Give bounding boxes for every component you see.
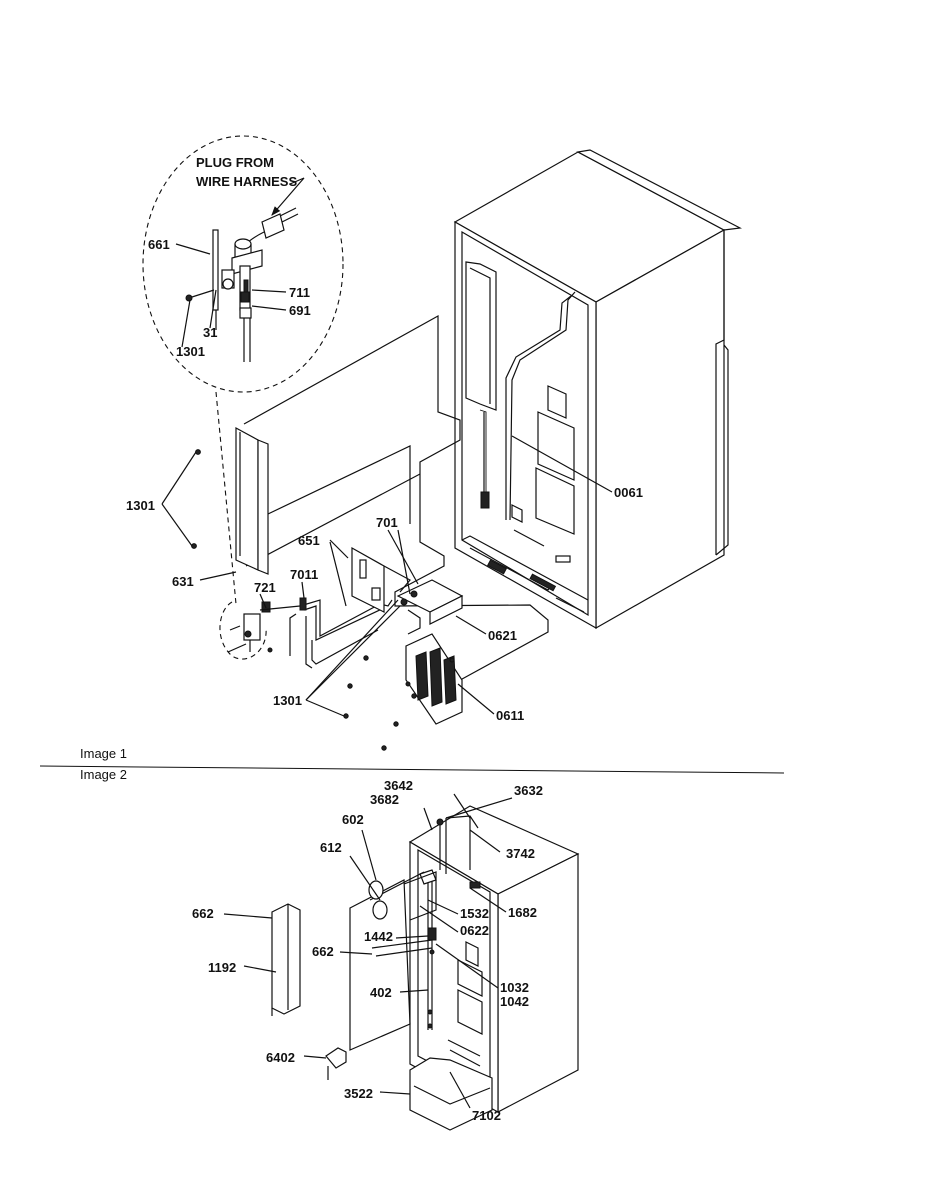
- bracket-651: [351, 546, 411, 613]
- screw: [195, 449, 201, 455]
- image2-diagram: [223, 793, 580, 1131]
- part-label: 3642: [384, 778, 413, 793]
- part-label: 1301: [176, 344, 205, 359]
- detail-callout-circle: [142, 135, 344, 393]
- divider-line: [39, 765, 785, 774]
- refrigerator-cabinet-1: [453, 149, 742, 630]
- drain-pan-3522: [409, 1057, 493, 1131]
- part-label: 0622: [460, 923, 489, 938]
- grille-0611: [405, 633, 463, 725]
- wire-harness-plug-detail: [185, 207, 299, 362]
- part-label: 1192: [208, 960, 236, 975]
- part-label: 1532: [460, 906, 489, 921]
- part-label: 631: [172, 574, 194, 589]
- part-label: 7011: [290, 567, 318, 582]
- part-label: 402: [370, 985, 392, 1000]
- part-label: 31: [203, 325, 217, 340]
- mounting-plate-outline: [243, 314, 549, 691]
- part-label: 0621: [488, 628, 517, 643]
- water-tube: [299, 599, 393, 637]
- part-label: 651: [298, 533, 320, 548]
- part-label: 721: [254, 580, 276, 595]
- part-label: 1682: [508, 905, 537, 920]
- callout-text-line2: WIRE HARNESS: [196, 174, 297, 189]
- part-label: 662: [192, 906, 214, 921]
- evaporator-cover-panel: [235, 426, 269, 575]
- part-label: 7102: [472, 1108, 501, 1123]
- part-label: 1301: [273, 693, 302, 708]
- part-label: 1042: [500, 994, 529, 1009]
- part-label: 661: [148, 237, 170, 252]
- part-label: 3632: [514, 783, 543, 798]
- part-label: 1301: [126, 498, 155, 513]
- part-label: 602: [342, 812, 364, 827]
- part-label: 1032: [500, 980, 529, 995]
- part-label: 0061: [614, 485, 643, 500]
- part-label: 691: [289, 303, 311, 318]
- part-label: 3522: [344, 1086, 373, 1101]
- part-label: 612: [320, 840, 342, 855]
- part-label: 1442: [364, 929, 393, 944]
- part-label: 3682: [370, 792, 399, 807]
- part-label: 711: [289, 285, 310, 300]
- part-label: 3742: [506, 846, 535, 861]
- part-label: 6402: [266, 1050, 295, 1065]
- side-panel-1192: [271, 903, 301, 1016]
- callout-text-line1: PLUG FROM: [196, 155, 274, 170]
- valve-721: [227, 601, 301, 653]
- part-label: 0611: [496, 708, 524, 723]
- screw: [191, 543, 197, 549]
- cover-0621: [396, 579, 464, 635]
- part-label: 701: [376, 515, 398, 530]
- caption-image1: Image 1: [80, 746, 127, 761]
- image1-diagram: [142, 135, 742, 751]
- caption-image2: Image 2: [80, 767, 127, 782]
- fitting-7011: [299, 597, 307, 611]
- part-label: 662: [312, 944, 334, 959]
